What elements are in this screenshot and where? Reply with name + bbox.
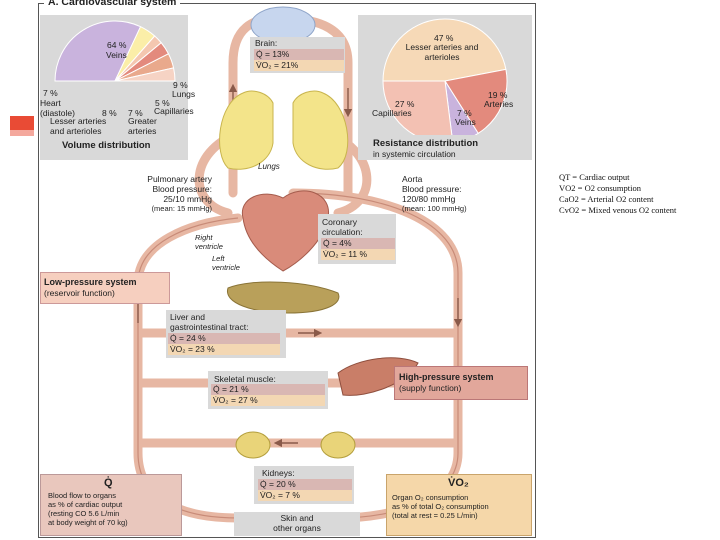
kidneys-q-value: Q̇ = 20 % [258,479,352,490]
coronary-q-value: Q̇ = 4% [321,238,395,249]
v-legend-line2: as % of total O₂ consumption [392,502,489,511]
volume-capillaries-pct: 5 % [155,98,170,108]
liver-illustration [227,281,340,314]
pulmonary-line1: Pulmonary artery [147,174,212,184]
coronary-v-value: V̇O₂ = 11 % [321,249,395,260]
volume-lungs-label: Lungs [172,89,196,99]
v-legend-line3: (total at rest = 0.25 L/min) [392,511,478,520]
slide-accent-bar [10,116,34,130]
resistance-veins-label: Veins [455,117,476,127]
pulmonary-line3: 25/10 mmHg [163,194,212,204]
brain-v-value: V̇O₂ = 21% [254,60,344,71]
legend-item-vo2: VO2 = O2 consumption [559,183,641,193]
brain-label: Brain: [255,38,278,48]
resistance-arteries-label: Arteries [484,99,514,109]
low-pressure-title: Low-pressure system [44,277,137,287]
volume-heart-pct: 7 % [43,88,58,98]
pulmonary-line2: Blood pressure: [152,184,212,194]
aorta-line2: Blood pressure: [402,184,462,194]
volume-lesser-pct: 8 % [102,108,117,118]
q-legend-symbol: Q̇ [104,477,113,489]
coronary-line2: circulation: [322,227,363,237]
liver-line1: Liver and [170,312,205,322]
aorta-line1: Aorta [402,174,423,184]
resistance-lesser-label: Lesser arteries and arterioles [405,42,479,62]
skin-line1: Skin and [280,513,314,523]
brain-q-value: Q̇ = 13% [254,49,344,60]
volume-greater-pct: 7 % [128,108,143,118]
q-legend-line1: Blood flow to organs [48,491,116,500]
legend-item-qt: QT = Cardiac output [559,172,630,182]
slide-accent-shadow [10,130,34,136]
kidneys-v-value: V̇O₂ = 7 % [258,490,352,501]
right-ventricle-line2: ventricle [195,242,223,251]
resistance-veins-pct: 7 % [457,108,472,118]
legend-item-cao2: CaO2 = Arterial O2 content [559,194,654,204]
aorta-line3: 120/80 mmHg [402,194,456,204]
resistance-title: Resistance distribution [373,138,479,149]
liver-line2: gastrointestinal tract: [170,322,249,332]
left-ventricle-line1: Left [212,254,225,263]
left-ventricle-line2: ventricle [212,263,240,272]
kidneys-label: Kidneys: [262,468,295,478]
low-pressure-box [40,272,170,304]
heart-illustration [241,190,329,272]
resistance-lesser-pct: 47 % [434,33,454,43]
liver-v-value: V̇O₂ = 23 % [168,344,280,355]
high-pressure-title: High-pressure system [399,372,494,382]
aorta-line4: (mean: 100 mmHg) [402,204,467,213]
skeletal-label: Skeletal muscle: [214,374,276,384]
volume-veins-label: Veins [106,50,127,60]
skeletal-q-value: Q̇ = 21 % [211,384,325,395]
liver-q-value: Q̇ = 24 % [168,333,280,344]
low-pressure-sub: (reservoir function) [44,288,115,298]
right-ventricle-line1: Right [195,233,213,242]
high-pressure-sub: (supply function) [399,383,462,393]
resistance-capillaries-label: Capillaries [372,108,412,118]
high-pressure-box [394,366,528,400]
volume-heart-label: Heart (diastole) [40,98,75,118]
q-legend-box [40,474,182,536]
figure-title: A. Cardiovascular system [44,0,181,8]
volume-lesser-label: Lesser arteries and arterioles [50,116,107,136]
volume-capillaries-label: Capillaries [154,106,194,116]
q-legend-line3: (resting CO 5.6 L/min [48,509,120,518]
v-legend-box [386,474,532,536]
lungs-label: Lungs [258,162,280,171]
resistance-capillaries-pct: 27 % [395,99,415,109]
resistance-arteries-pct: 19 % [488,90,508,100]
v-legend-symbol: V̇O₂ [448,477,469,489]
pie-slice-veins [54,20,142,82]
skin-box [234,512,360,536]
volume-pie-chart [54,20,176,82]
v-legend-line1: Organ O₂ consumption [392,493,469,502]
kidney-illustration [235,431,271,459]
pie-slice-arteries [444,68,508,135]
abbreviation-legend: QT = Cardiac output VO2 = O2 consumption… [559,172,717,216]
lungs-illustration [219,90,274,170]
pie-slice-veins [444,80,479,135]
legend-item-cvo2: CvO2 = Mixed venous O2 content [559,205,677,215]
volume-greater-label: Greater arteries [128,116,157,136]
resistance-subtitle: in systemic circulation [373,149,456,159]
pie-slice-capillaries [382,80,453,135]
pie-slice-heart-diastole- [114,67,176,82]
skeletal-v-value: V̇O₂ = 27 % [211,395,325,406]
skin-line2: other organs [273,523,321,533]
q-legend-line2: as % of cardiac output [48,500,123,509]
pulmonary-line4: (mean: 15 mmHg) [151,204,212,213]
coronary-line1: Coronary [322,217,357,227]
q-legend-line4: at body weight of 70 kg) [48,518,128,527]
volume-veins-pct: 64 % [107,40,127,50]
pie-slice-lesser-arteries-and-arterioles [382,18,507,82]
volume-lungs-pct: 9 % [173,80,188,90]
resistance-pie-chart [382,18,508,135]
volume-title: Volume distribution [62,140,151,151]
